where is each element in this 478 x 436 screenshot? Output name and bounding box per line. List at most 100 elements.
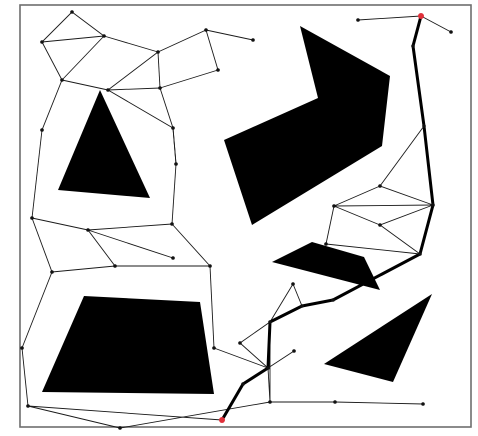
roadmap-edge [325,243,421,255]
roadmap-edge [333,204,434,207]
roadmap-node [156,50,160,54]
roadmap-edge [159,87,174,129]
obstacle-top-pentagon [224,26,390,225]
goal-marker [418,13,424,19]
roadmap-edge [269,283,294,323]
roadmap-node [212,346,216,350]
roadmap-edge [41,11,73,43]
roadmap-edge [379,224,421,255]
roadmap-edge [21,347,29,407]
roadmap-node [421,402,425,406]
roadmap-edge [171,163,177,225]
roadmap-edge [267,350,295,369]
roadmap-node [26,404,30,408]
roadmap-node [449,30,453,34]
roadmap-edge [239,342,269,369]
obstacle-triangle-right [324,294,432,382]
obstacle-middle-quad [272,242,380,290]
roadmap-edge [41,35,105,43]
roadmap-node [171,256,175,260]
roadmap-edge [157,51,161,89]
roadmap-edge [71,11,105,37]
roadmap-edge [157,29,207,53]
roadmap-edge [325,205,335,245]
roadmap-node [238,341,242,345]
roadmap-edge [379,204,434,226]
roadmap-edge [51,265,116,273]
roadmap-node [106,88,110,92]
roadmap-node [324,242,328,246]
roadmap-node [332,204,336,208]
roadmap-node [422,124,426,128]
roadmap-node [300,304,304,308]
roadmap-node [113,264,117,268]
roadmap-edge [27,405,121,429]
roadmap-node [333,400,337,404]
roadmap-node [292,349,296,353]
roadmap-node [174,162,178,166]
roadmap-edge [41,41,63,81]
roadmap-node [268,320,272,324]
roadmap-edge [333,205,381,226]
roadmap-edge [87,229,174,259]
roadmap-node [170,222,174,226]
roadmap-node [86,228,90,232]
roadmap-edge [61,35,105,81]
roadmap-edge [61,79,109,91]
roadmap-node [208,264,212,268]
roadmap-node [431,203,435,207]
roadmap-edge [333,185,381,207]
roadmap-edge [239,321,271,344]
start-marker [219,417,225,423]
roadmap-node [171,126,175,130]
roadmap-edge [31,217,89,231]
roadmap-node [40,40,44,44]
roadmap-node [60,78,64,82]
obstacle-bottom-left-quad [42,296,214,394]
roadmap-node [378,223,382,227]
roadmap-node [291,282,295,286]
roadmap-edge [159,69,219,89]
roadmap-edge [292,283,303,307]
roadmap-node [268,400,272,404]
roadmap-node [356,18,360,22]
roadmap-node [331,298,335,302]
roadmap-edge [357,15,422,21]
roadmap-edge [209,265,215,349]
roadmap-edge [31,217,53,273]
roadmap-edge [213,347,269,369]
roadmap-node [50,270,54,274]
roadmap-nodes [20,10,453,430]
roadmap-edge [334,401,424,405]
roadmap-edge [379,125,425,187]
roadmap-edge [21,271,53,349]
obstacles [42,26,432,394]
roadmap-node [241,382,245,386]
roadmap-edges [21,11,452,429]
roadmap-edge [87,223,173,231]
roadmap-edge [27,405,223,421]
roadmap-edge [107,87,161,91]
roadmap-edge [107,89,174,129]
roadmap-edge [420,15,452,33]
obstacle-triangle-left [58,90,150,198]
roadmap-node [251,38,255,42]
roadmap-node [411,44,415,48]
roadmap-edge [379,185,434,206]
roadmap-edge [205,29,254,41]
roadmap-node [266,366,270,370]
roadmap-node [40,128,44,132]
roadmap-node [418,252,422,256]
roadmap-edge [172,127,177,165]
roadmap-node [70,10,74,14]
roadmap-edge [87,229,116,267]
roadmap-node [20,346,24,350]
roadmap-node [118,426,122,430]
roadmap-node [204,28,208,32]
roadmap-node [158,86,162,90]
roadmap-edge [107,51,159,91]
roadmap-node [216,68,220,72]
roadmap-node [102,34,106,38]
